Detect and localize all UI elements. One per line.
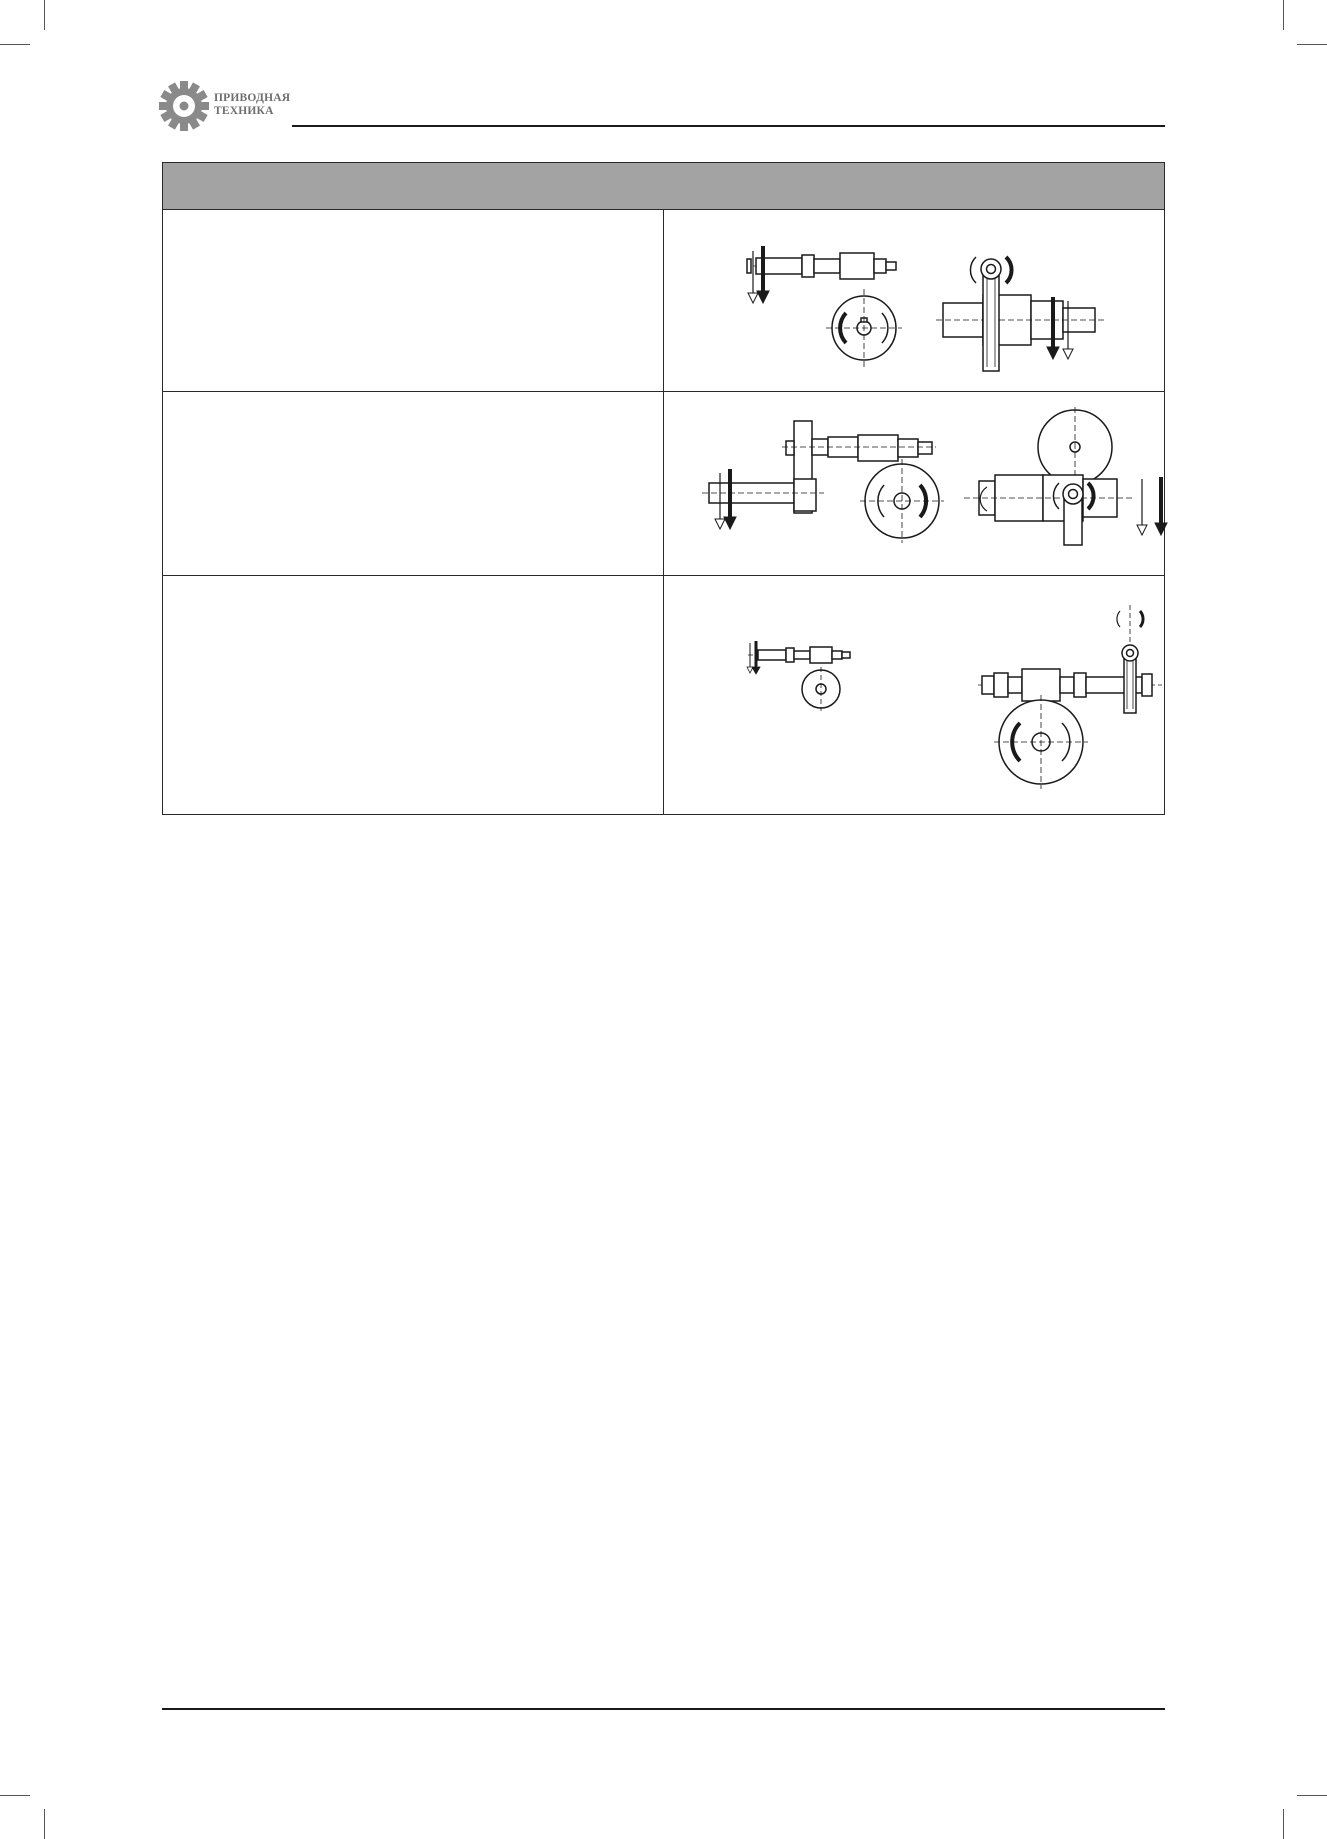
gearbox-configuration-table (162, 162, 1168, 815)
row-diagram-cell (663, 391, 1168, 576)
footer-rule (162, 1708, 1165, 1710)
header-rule (292, 125, 1165, 127)
brand-line-2: ТЕХНИКА (214, 105, 274, 117)
row-description (162, 391, 664, 576)
brand-line-1: ПРИВОДНАЯ (214, 92, 291, 104)
worm-gearbox-side-view-icon (936, 255, 1104, 372)
crop-mark (0, 44, 30, 45)
row-description (162, 575, 664, 815)
crop-mark (1297, 1795, 1327, 1796)
row-diagram-cell (663, 209, 1165, 392)
crop-mark (1283, 1809, 1284, 1839)
small-gearbox-view-icon (746, 640, 852, 711)
gear-logo-icon (159, 81, 209, 131)
crop-mark (0, 1795, 30, 1796)
two-stage-gearbox-front-view-icon (702, 419, 944, 543)
crop-mark (1283, 0, 1284, 30)
crop-mark (1297, 44, 1327, 45)
two-stage-gearbox-side-view-icon (964, 406, 1168, 546)
worm-gearbox-front-view-icon (746, 245, 902, 367)
row-description (162, 209, 664, 392)
table-header (162, 162, 1165, 210)
crop-mark (44, 1809, 45, 1839)
two-stage-gearbox-diagrams (702, 406, 1168, 546)
table-row (162, 209, 1165, 392)
gearbox-with-handwheel-diagrams (746, 604, 1162, 789)
crop-mark (44, 0, 45, 30)
table-row (162, 391, 1168, 576)
brand-name: ПРИВОДНАЯ ТЕХНИКА (214, 92, 290, 118)
worm-gearbox-with-handwheel-icon (978, 604, 1162, 789)
table-row (162, 575, 1165, 815)
row-diagram-cell (663, 575, 1165, 815)
worm-gearbox-diagrams (746, 245, 1104, 372)
